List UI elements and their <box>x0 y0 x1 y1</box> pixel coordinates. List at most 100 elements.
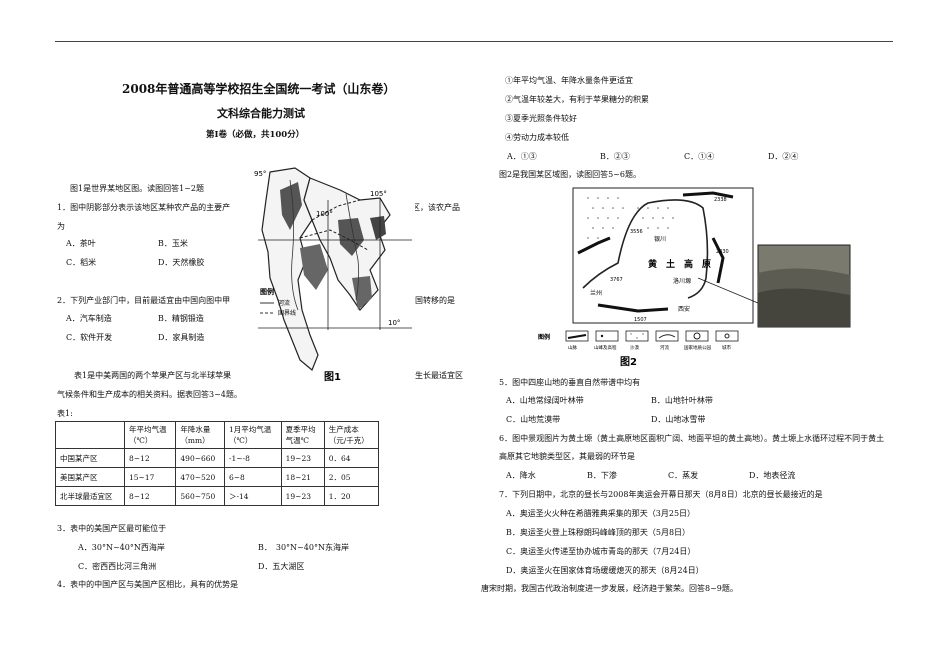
q4-choice-c: C．①④ <box>684 152 715 161</box>
q3-option-c: C．密西西比河三角洲 <box>78 562 157 571</box>
figure2-caption: 图2 <box>620 356 637 368</box>
q2-text-cont: 国转移的是 <box>415 296 455 305</box>
q5-option-d: D．山地冰雪带 <box>651 415 706 424</box>
table-cell: 2．05 <box>323 467 380 487</box>
table-cell: ＞-14 <box>223 486 282 506</box>
q5-option-b: B．山地针叶林带 <box>651 396 713 405</box>
table-header-cell: 年平均气温（℃） <box>123 421 177 449</box>
label-luochuan: 洛川塬 <box>673 277 691 285</box>
q4-choice-d: D．②④ <box>768 152 799 161</box>
table-cell: 8~12 <box>123 448 177 468</box>
q7-option-c: C．奥运圣火传递至协办城市青岛的那天（7月24日） <box>506 547 696 556</box>
table-header-cell <box>55 421 125 449</box>
q1-option-d: D．天然橡胶 <box>158 258 205 267</box>
legend-city <box>724 333 730 339</box>
exam-title: 2008年普通高等学校招生全国统一考试（山东卷） <box>122 82 396 96</box>
q4-choice-b: B．②③ <box>600 152 630 161</box>
table-cell: 中国某产区 <box>55 448 125 468</box>
q6-text-cont: 高原其它地貌类型区，其最弱的环节是 <box>499 452 635 461</box>
q4-choice-a: A．①③ <box>507 152 537 161</box>
q3-text: 3．表中的美国产区最可能位于 <box>57 524 167 533</box>
q4-text: 4．表中的中国产区与美国产区相比，具有的优势是 <box>57 580 239 589</box>
table-cell: 6~8 <box>223 467 282 487</box>
label-yinchuan: 银川 <box>654 235 666 243</box>
table-header-cell: 生产成本（元/千克） <box>323 421 380 449</box>
shaded-region <box>300 244 328 290</box>
q1-option-c: C．稻米 <box>66 258 97 267</box>
table-header-cell: 夏季平均气温℃ <box>280 421 325 449</box>
label-elev: 3556 <box>630 229 643 235</box>
desert-pattern <box>587 197 674 239</box>
yellow-river <box>582 199 709 299</box>
q6-text: 6．图中景观图片为黄土塬（黄土高原地区面积广阔、地面平坦的黄土高地）。黄土塬上水… <box>499 434 885 443</box>
fig2-legend-title: 图例 <box>538 333 550 341</box>
label-huangtu: 黄 土 高 原 <box>648 258 711 270</box>
table-cell: 0．64 <box>323 448 380 468</box>
table-label: 表1: <box>57 409 73 418</box>
label-elev: 2338 <box>714 197 727 203</box>
photo-terrain <box>758 288 850 327</box>
q6-option-c: C．蒸发 <box>668 471 699 480</box>
legend-swatch <box>715 330 739 342</box>
q7-text: 7．下列日期中，北京的昼长与2008年奥运会开幕日那天（8月8日）北京的昼长最接… <box>499 490 823 499</box>
q3-option-d: D．五大湖区 <box>258 562 305 571</box>
q6-option-a: A．降水 <box>506 471 536 480</box>
table-cell: -1~-8 <box>223 448 282 468</box>
table-cell: 1．20 <box>323 486 380 506</box>
figure1-map: 95° 105° 100° 10° 图例 河流 国界线 图1 <box>240 160 415 385</box>
q5-option-c: C．山地荒漠带 <box>506 415 561 424</box>
table-intro-line2: 气候条件和生产成本的相关资料。据表回答3~4题。 <box>57 390 242 399</box>
q1-option-b: B．玉米 <box>158 239 188 248</box>
q7-option-a: A．奥运圣火火种在希腊雅典采集的那天（3月25日） <box>506 509 696 518</box>
shaded-region <box>352 276 372 310</box>
label-elev: 2830 <box>716 249 729 255</box>
table-cell: 560~750 <box>175 486 225 506</box>
q6-option-b: B．下渗 <box>587 471 617 480</box>
shaded-region <box>338 218 364 256</box>
legend-mountain <box>567 334 587 339</box>
q2-option-a: A．汽车制造 <box>66 314 112 323</box>
label-lanzhou: 兰州 <box>590 289 602 297</box>
table-cell: 19~23 <box>280 448 325 468</box>
q3-option-b: B． 30°N~40°N东海岸 <box>258 543 349 552</box>
label-95: 95° <box>254 170 266 178</box>
figure2-map: 黄 土 高 原 兰州 银川 洛川塬 西安 3556 2830 1507 3767… <box>538 187 851 368</box>
q1-option-a: A．茶叶 <box>66 239 96 248</box>
table-intro: 表1是中美两国的两个苹果产区与北半球苹果 <box>74 371 232 380</box>
q1-text: 1．图中阴影部分表示该地区某种农产品的主要产 <box>57 203 231 212</box>
table-cell: 8~12 <box>123 486 177 506</box>
legend-peak <box>600 334 604 338</box>
q2-option-c: C．软件开发 <box>66 333 113 342</box>
intro-fig1: 图1是世界某地区图。读图回答1~2题 <box>70 184 204 193</box>
mountain-range <box>577 236 611 255</box>
border-line <box>299 229 369 251</box>
label-100: 100° <box>316 210 333 218</box>
legend-river: 河流 <box>278 299 290 307</box>
q1-text-cont: 区，该农产品 <box>412 203 460 212</box>
q4-option-4: ④劳动力成本较低 <box>505 133 569 142</box>
q6-option-d: D．地表径流 <box>749 471 796 480</box>
label-105: 105° <box>370 190 387 198</box>
mountain-range <box>597 303 669 313</box>
table-row: 美国某产区 15~17 470~520 6~8 18~21 2．05 <box>55 467 380 487</box>
legend-swatch <box>685 330 709 342</box>
label-elev: 1507 <box>634 317 647 323</box>
mountain-range <box>682 191 734 199</box>
q2-text: 2．下列产业部门中，目前最适宜由中国向图中甲 <box>57 296 231 305</box>
figure1-caption: 图1 <box>324 371 341 383</box>
table-cell: 15~17 <box>123 467 177 487</box>
table-intro-cont: 生长最适宜区 <box>415 371 463 380</box>
apple-region-table: 年平均气温（℃） 年降水量（mm） 1月平均气温（℃） 夏季平均气温℃ 生产成本… <box>55 421 380 506</box>
legend-geopark <box>693 332 701 340</box>
label-elev: 3767 <box>610 277 623 283</box>
exam-subtitle: 文科综合能力测试 <box>217 107 305 120</box>
legend-label: 山峰及高程 <box>594 344 617 351</box>
fig2-intro: 图2是我国某区域图，读图回答5~6题。 <box>499 170 641 179</box>
q4-option-1: ①年平均气温、年降水量条件更适宜 <box>505 76 633 85</box>
q3-option-a: A．30°N~40°N西海岸 <box>78 543 165 552</box>
mountain-range <box>711 237 725 284</box>
pointer-line <box>697 277 759 304</box>
top-rule <box>55 41 893 42</box>
table-header-cell: 1月平均气温（℃） <box>223 421 282 449</box>
table-cell: 北半球最适宜区 <box>55 486 125 506</box>
